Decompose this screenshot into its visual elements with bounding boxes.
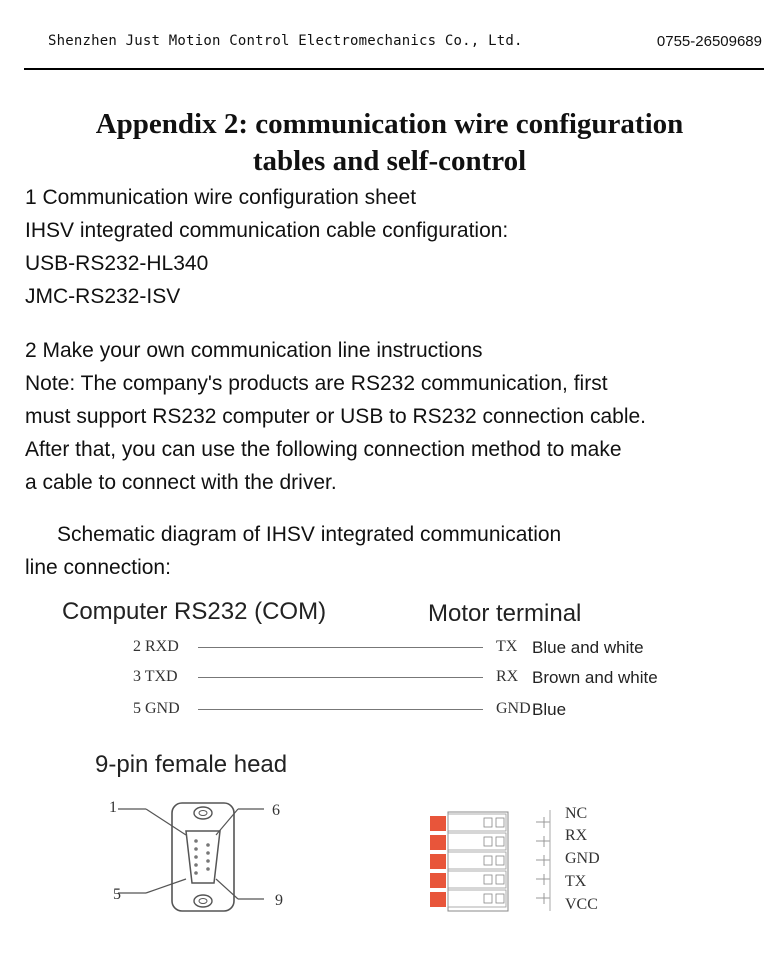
terminal-screw — [483, 893, 493, 904]
db9-pin-9-label: 9 — [275, 892, 283, 909]
pin-rxd-label: 2 RXD — [133, 638, 179, 655]
wire-color-label: Brown and white — [532, 668, 658, 687]
connector-heading: 9-pin female head — [95, 751, 288, 778]
schematic-caption: Schematic diagram of IHSV integrated com… — [25, 518, 755, 584]
terminal-wire-tab — [430, 854, 446, 869]
terminal-wire-tab — [430, 892, 446, 907]
motor-pin-tx-label: TX — [496, 638, 518, 655]
cable-item: USB-RS232-HL340 — [25, 252, 209, 275]
terminal-screw — [483, 836, 493, 847]
pin-txd-label: 3 TXD — [133, 668, 178, 685]
terminal-label-tx: TX — [565, 873, 587, 890]
page-header: Shenzhen Just Motion Control Electromech… — [24, 0, 764, 70]
title-line-1: Appendix 2: communication wire configura… — [95, 108, 684, 140]
terminal-label-nc: NC — [565, 805, 588, 822]
section-2: 2 Make your own communication line instr… — [25, 334, 755, 499]
terminal-label-gnd: GND — [565, 850, 600, 867]
wire-line — [198, 647, 483, 648]
note-line: must support RS232 computer or USB to RS… — [25, 405, 646, 428]
terminal-label-vcc: VCC — [565, 896, 598, 913]
terminal-screw — [483, 855, 493, 866]
terminal-slot — [447, 851, 507, 870]
terminal-label-rx: RX — [565, 827, 588, 844]
wire-line — [198, 677, 483, 678]
terminal-screw — [495, 836, 505, 847]
section-1: 1 Communication wire configuration sheet… — [25, 181, 755, 313]
terminal-screw — [495, 874, 505, 885]
terminal-wire-tab — [430, 816, 446, 831]
motor-terminal-heading: Motor terminal — [428, 600, 582, 627]
terminal-block-icon — [430, 810, 551, 912]
wire-color-label: Blue and white — [532, 638, 644, 657]
company-phone: 0755-26509689 — [656, 33, 762, 50]
terminal-wire-tab — [430, 873, 446, 888]
terminal-screw — [495, 893, 505, 904]
terminal-slot — [447, 870, 507, 889]
terminal-screw — [483, 817, 493, 828]
terminal-screw — [495, 855, 505, 866]
db9-pin-6-label: 6 — [272, 802, 280, 819]
section-1-heading: 1 Communication wire configuration sheet — [25, 186, 417, 209]
section-1-intro: IHSV integrated communication cable conf… — [25, 219, 509, 242]
page-title: Appendix 2: communication wire configura… — [0, 106, 779, 180]
terminal-screw — [495, 817, 505, 828]
terminal-slot — [447, 889, 507, 908]
terminal-slot — [447, 832, 507, 851]
computer-rs232-heading: Computer RS232 (COM) — [62, 598, 327, 625]
title-line-2: tables and self-control — [252, 145, 527, 177]
schematic-line: Schematic diagram of IHSV integrated com… — [57, 523, 562, 546]
db9-connector-icon — [118, 802, 264, 912]
terminal-wire-tab — [430, 835, 446, 850]
note-line: a cable to connect with the driver. — [25, 471, 337, 494]
wire-line — [198, 709, 483, 710]
company-name: Shenzhen Just Motion Control Electromech… — [48, 33, 523, 49]
db9-pin-5-label: 5 — [113, 886, 121, 903]
note-line: Note: The company's products are RS232 c… — [25, 372, 608, 395]
motor-pin-gnd-label: GND — [496, 700, 531, 717]
schematic-line: line connection: — [25, 556, 171, 579]
wire-color-label: Blue — [532, 700, 567, 719]
motor-pin-rx-label: RX — [496, 668, 519, 685]
terminal-screw — [483, 874, 493, 885]
pin-gnd-label: 5 GND — [133, 700, 180, 717]
db9-pin-1-label: 1 — [109, 799, 117, 816]
section-2-heading: 2 Make your own communication line instr… — [25, 339, 483, 362]
note-line: After that, you can use the following co… — [25, 438, 622, 461]
terminal-slot — [447, 813, 507, 832]
cable-item: JMC-RS232-ISV — [25, 285, 181, 308]
